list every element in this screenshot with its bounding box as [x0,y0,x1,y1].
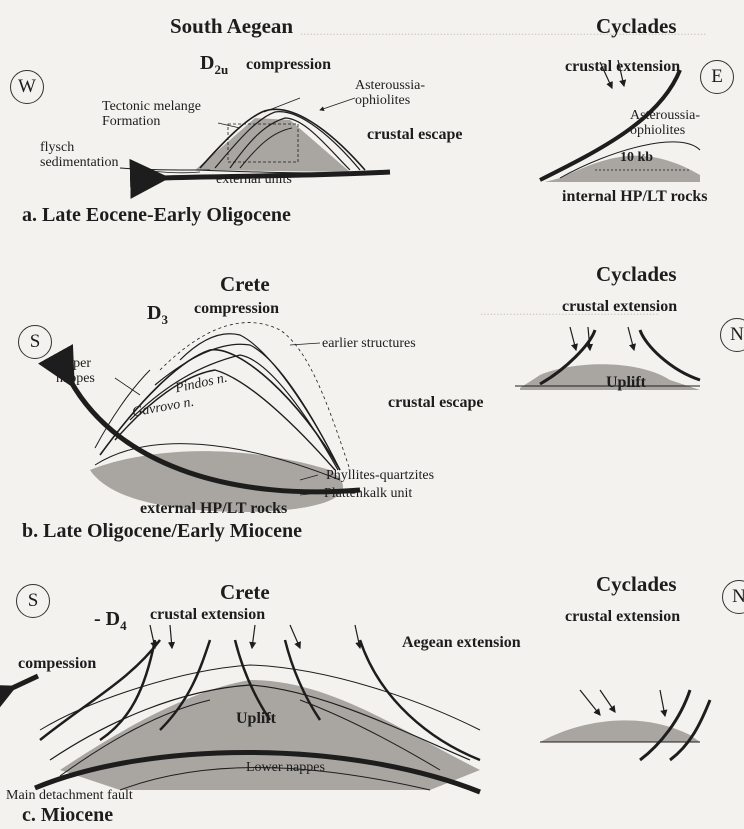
panel-b-external-rocks: external HP/LT rocks [140,500,288,517]
panel-a-crustal-escape: crustal escape [367,126,463,143]
panel-b-phyllites: Phyllites-quartzites [326,468,435,483]
panel-a-compression: compression [246,56,332,73]
panel-b-wedge [37,322,361,512]
panel-b-plattenkalk: Plattenkalk unit [324,486,413,501]
panel-b-compression: compression [194,300,280,317]
panel-b-earlier-structures: earlier structures [322,336,416,351]
panel-b-north: N [720,318,744,352]
panel-b-region-left: Crete [220,272,270,296]
panel-c-crustal-extension-right: crustal extension [565,608,681,625]
panel-c-caption: c. Miocene [22,804,114,826]
panel-a-west: W [10,70,44,104]
panel-b-upper-nappes: Upper nappes [56,356,95,386]
panel-a-tectonic-melange: Tectonic melange Formation [102,99,201,129]
panel-c-region-right: Cyclades [596,572,677,596]
panel-a-wedge [119,97,391,199]
panel-a-region-right: Cyclades [596,14,677,38]
panel-b-phase: D3 [147,302,168,327]
panel-c-region-left: Crete [220,580,270,604]
panel-c-cyclades [540,689,712,762]
panel-a-cyclades [539,59,701,182]
panel-c-south: S [16,584,50,618]
panel-b-crustal-escape: crustal escape [388,394,484,411]
panel-c-uplift: Uplift [236,710,276,727]
panel-b-cyclades [515,326,701,390]
panel-c-phase: - D4 [94,608,127,633]
panel-c-crustal-extension-left: crustal extension [150,606,266,623]
panel-a-external-units: external units [216,172,292,187]
panel-b-uplift: Uplift [606,374,646,391]
panel-a-asteroussia-right: Asteroussia- ophiolites [630,108,700,138]
panel-a-phase: D2u [200,52,229,77]
panel-a-internal-rocks: internal HP/LT rocks [562,188,708,205]
panel-a-region-left: South Aegean [170,14,294,38]
panel-b-south: S [18,325,52,359]
panel-b-region-right: Cyclades [596,262,677,286]
panel-c-compression: compession [18,655,97,672]
panel-c-wedge [0,624,481,795]
panel-a-asteroussia-left: Asteroussia- ophiolites [355,78,425,108]
panel-b-crustal-extension: crustal extension [562,298,678,315]
panel-a-caption: a. Late Eocene-Early Oligocene [22,204,291,226]
panel-b-caption: b. Late Oligocene/Early Miocene [22,520,302,542]
panel-c-aegean-extension: Aegean extension [402,634,521,651]
panel-c-main-detachment: Main detachment fault [6,788,133,803]
panel-a-pressure: 10 kb [620,150,654,165]
panel-a-crustal-extension: crustal extension [565,58,681,75]
panel-a-flysch: flysch sedimentation [40,140,119,170]
panel-c-lower-nappes: Lower nappes [246,760,325,775]
panel-a-east: E [700,60,734,94]
